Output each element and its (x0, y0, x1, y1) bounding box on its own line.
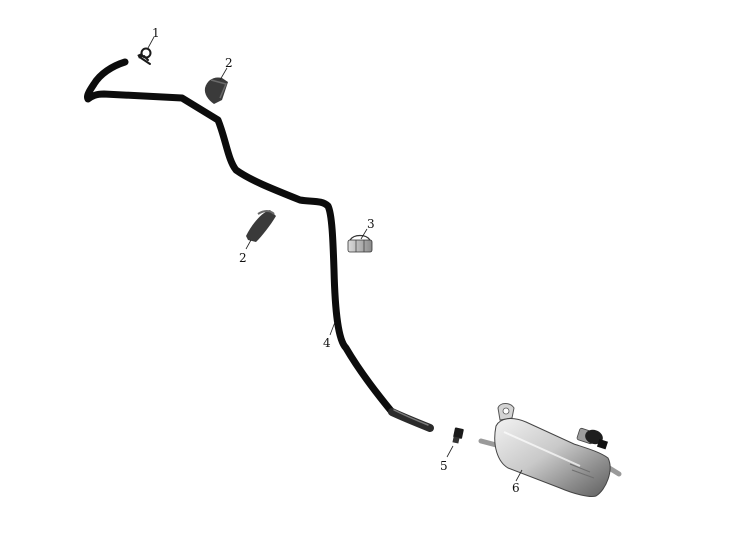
hose-clip-upper-icon (204, 77, 228, 104)
callout-labels: 1 2 2 3 4 5 6 (152, 26, 520, 495)
callout-3: 3 (367, 217, 375, 231)
callout-1: 1 (152, 26, 160, 40)
hose-connector-icon (452, 427, 464, 444)
callout-2-upper: 2 (225, 56, 233, 70)
callout-2-lower: 2 (239, 251, 247, 265)
callout-6: 6 (512, 481, 520, 495)
overflow-hose (84, 58, 434, 432)
callout-5: 5 (440, 459, 448, 473)
spring-clip-icon (347, 234, 373, 253)
hose-clamp-small-icon (137, 47, 152, 65)
leader-lines (147, 36, 523, 482)
hose-clip-lower-icon (246, 210, 276, 242)
coolant-reservoir-tank-icon (478, 403, 622, 497)
callout-4: 4 (323, 336, 331, 350)
